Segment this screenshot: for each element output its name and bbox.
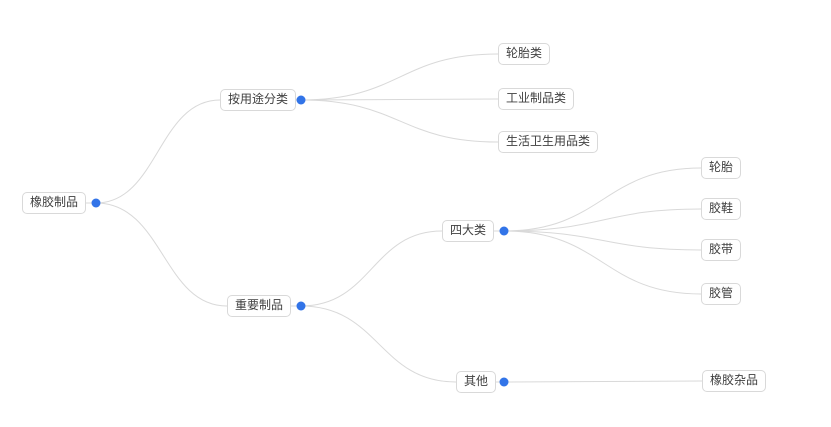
collapse-dot-four-major[interactable] [499, 226, 509, 236]
node-rubber-misc[interactable]: 橡胶杂品 [702, 370, 767, 392]
edge-root-to-important [95, 202, 228, 307]
edge-important-to-other [300, 305, 457, 383]
node-other[interactable]: 其他 [456, 371, 497, 393]
edge-by-use-to-hygiene-class [300, 99, 499, 143]
node-tape[interactable]: 胶带 [701, 239, 742, 261]
node-four-major-classes[interactable]: 四大类 [442, 220, 495, 242]
node-tire[interactable]: 轮胎 [701, 157, 742, 179]
node-hygiene-products-class[interactable]: 生活卫生用品类 [498, 131, 599, 153]
edge-four-major-to-tire [503, 167, 702, 232]
node-industrial-products-class[interactable]: 工业制品类 [498, 88, 575, 110]
node-tire-class[interactable]: 轮胎类 [498, 43, 551, 65]
edge-root-to-by-use [95, 99, 221, 204]
node-rubber-shoes[interactable]: 胶鞋 [701, 198, 742, 220]
node-important-products[interactable]: 重要制品 [227, 295, 292, 317]
node-rubber-products[interactable]: 橡胶制品 [22, 192, 87, 214]
edge-important-to-four-major [300, 230, 443, 307]
collapse-dot-rubber-products[interactable] [91, 198, 101, 208]
collapse-dot-other[interactable] [499, 377, 509, 387]
edge-four-major-to-shoes [503, 208, 702, 232]
collapse-dot-important-products[interactable] [296, 301, 306, 311]
edge-four-major-to-tape [503, 230, 702, 251]
edge-other-to-misc [503, 380, 703, 383]
collapse-dot-by-use[interactable] [296, 95, 306, 105]
node-hose[interactable]: 胶管 [701, 283, 742, 305]
edge-by-use-to-tire-class [300, 53, 499, 101]
edge-by-use-to-industrial-class [300, 98, 499, 101]
node-by-use-classification[interactable]: 按用途分类 [220, 89, 297, 111]
edge-four-major-to-hose [503, 230, 702, 295]
